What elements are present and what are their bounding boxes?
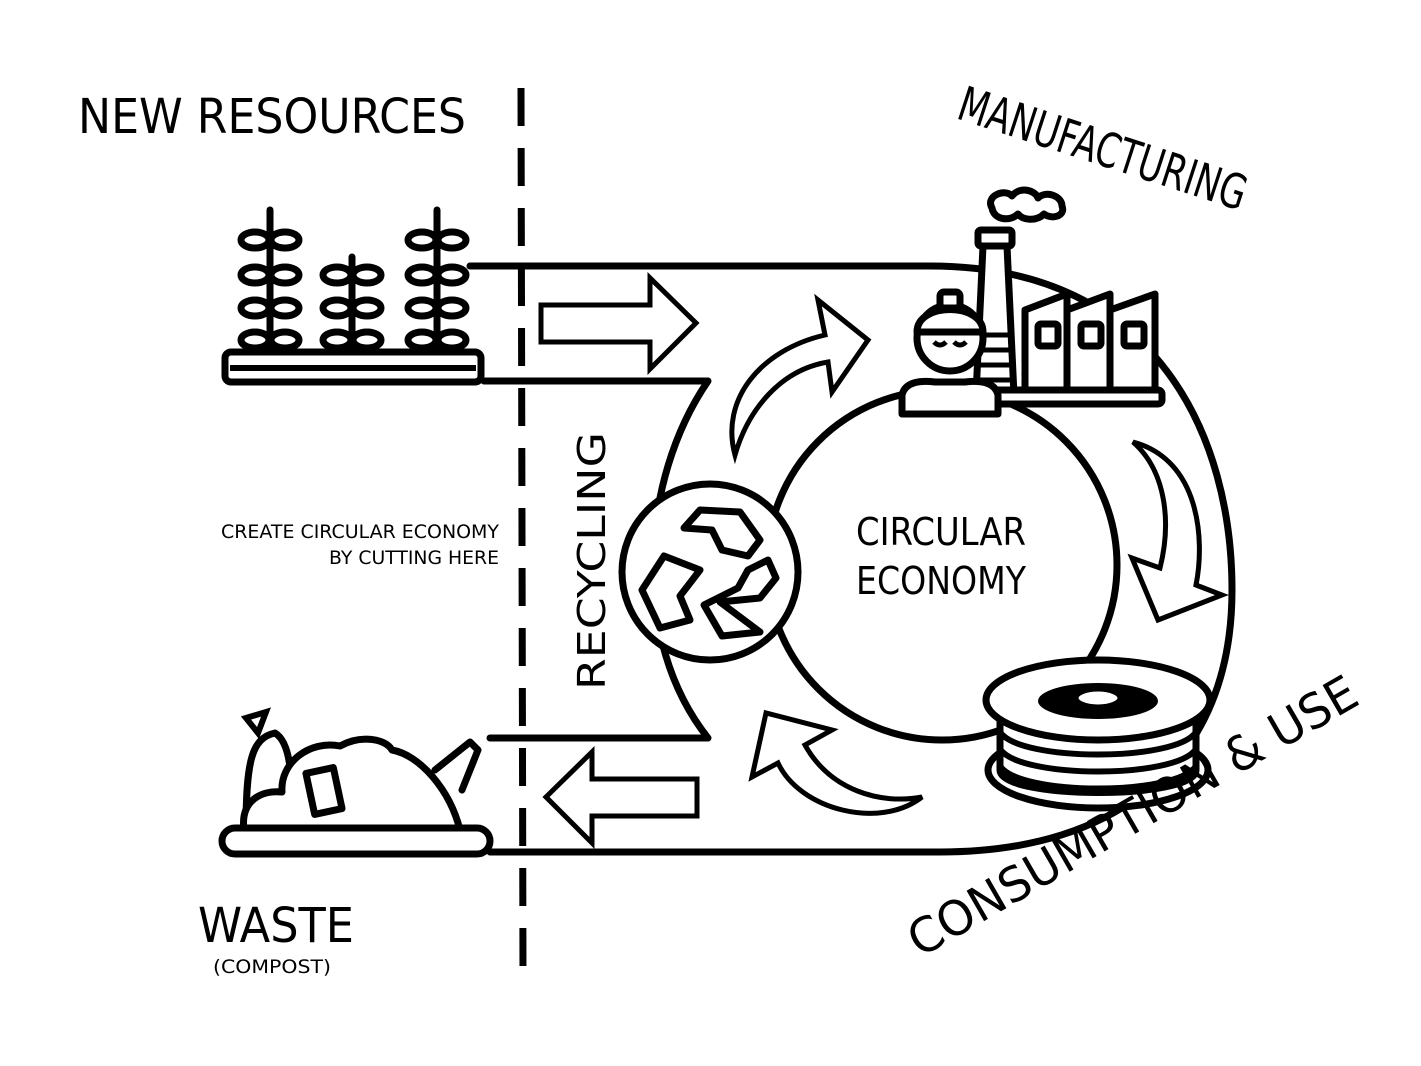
recycle-badge bbox=[618, 480, 802, 664]
recycling-label: RECYCLING bbox=[570, 432, 614, 690]
factory-icon bbox=[956, 186, 1166, 408]
waste-label: WASTE bbox=[198, 898, 354, 954]
curved-arrow-icon bbox=[1127, 439, 1229, 624]
right-arrow-icon bbox=[538, 272, 700, 376]
filament-spool-icon bbox=[982, 656, 1214, 812]
plants-icon bbox=[221, 206, 485, 386]
recycle-icon bbox=[638, 506, 780, 640]
cut-line bbox=[517, 87, 527, 981]
cut-note-line2: BY CUTTING HERE bbox=[329, 547, 499, 569]
curved-arrow-icon bbox=[729, 293, 872, 465]
left-arrow-icon bbox=[542, 746, 700, 850]
waste-sub-label: (COMPOST) bbox=[213, 956, 331, 978]
curved-arrow-icon bbox=[748, 709, 924, 816]
center-label-line2: ECONOMY bbox=[856, 559, 1027, 603]
waste-pile-icon bbox=[218, 707, 494, 858]
new-resources-label: NEW RESOURCES bbox=[78, 89, 466, 145]
cut-note-line1: CREATE CIRCULAR ECONOMY bbox=[221, 521, 499, 543]
worker-icon bbox=[898, 288, 1002, 418]
center-label-line1: CIRCULAR bbox=[856, 510, 1026, 554]
